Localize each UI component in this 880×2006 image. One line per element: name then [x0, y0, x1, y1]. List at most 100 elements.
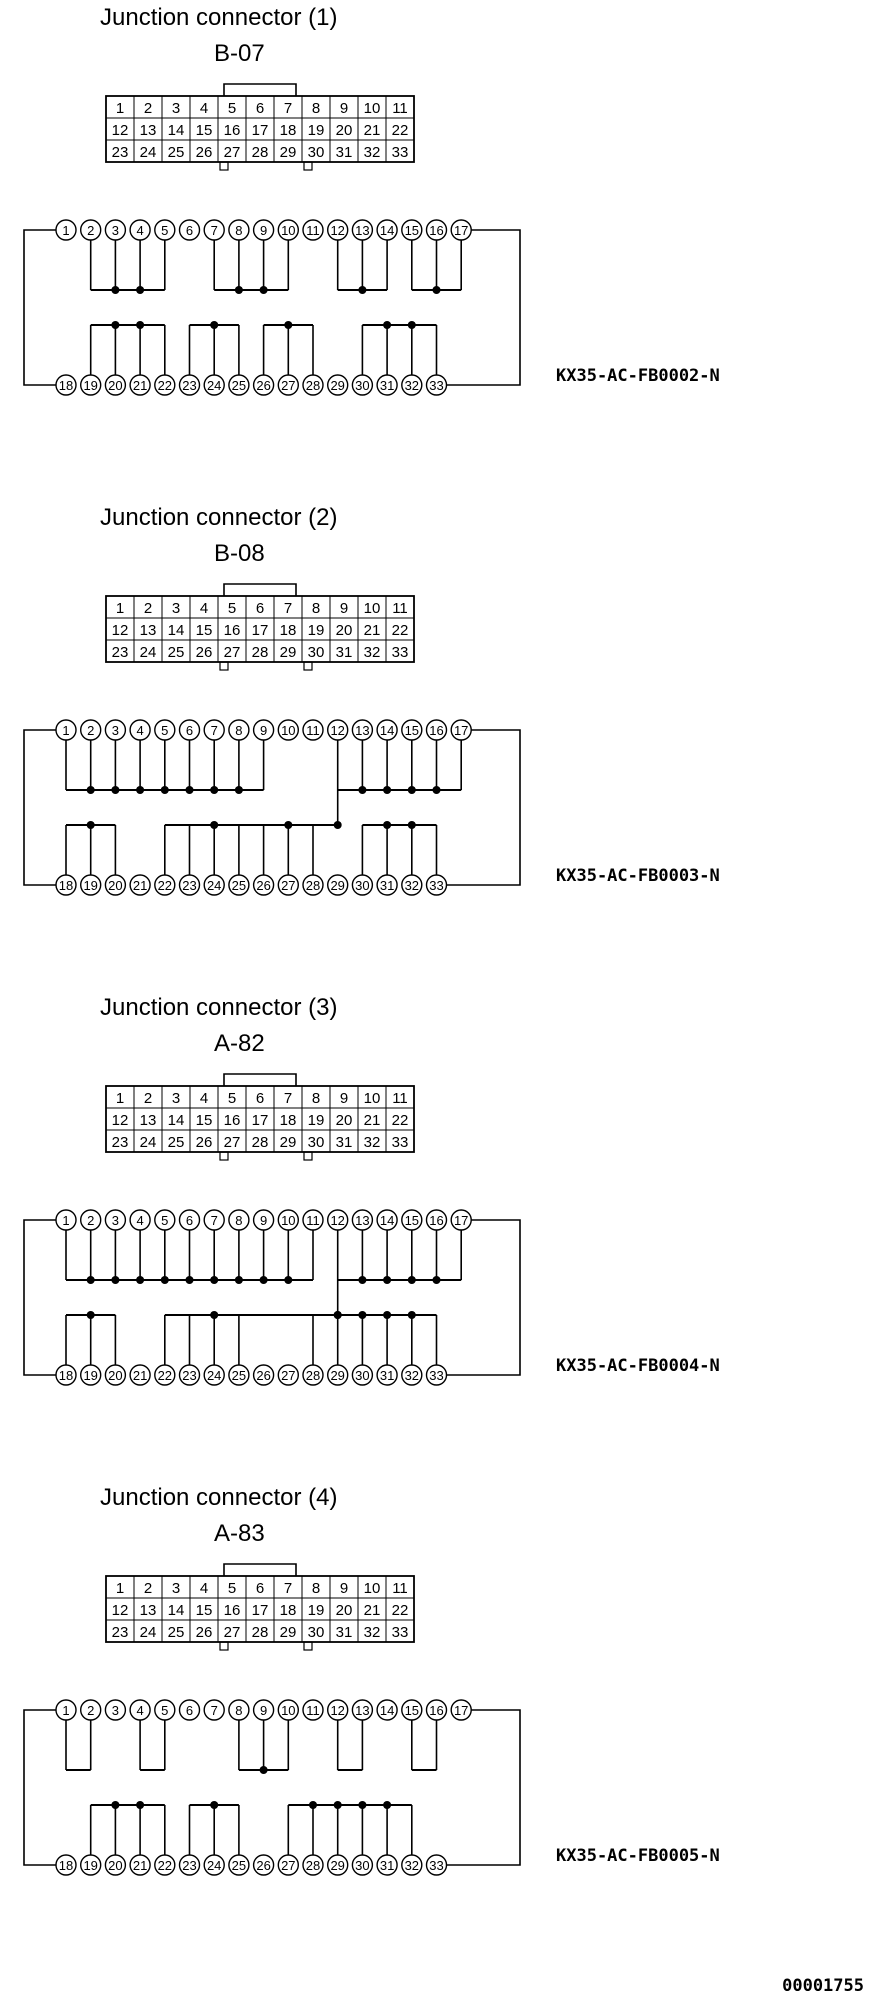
outer-wire-right [446, 229, 521, 386]
terminal-pin [351, 1854, 374, 1876]
cavity-number: 28 [252, 644, 269, 661]
terminal-number: 9 [260, 723, 267, 738]
splice-dot [358, 786, 367, 794]
terminal-pin [203, 1699, 225, 1721]
connector-latch [223, 83, 297, 96]
terminal-pin [178, 219, 201, 241]
splice-dot [111, 286, 120, 294]
cavity-number: 23 [112, 1624, 129, 1641]
terminal-number: 17 [454, 1703, 468, 1718]
cavity-number: 24 [140, 1624, 157, 1641]
terminal-pin [327, 1854, 349, 1876]
terminal-number: 8 [235, 723, 242, 738]
terminal-number: 4 [136, 1213, 143, 1228]
terminal-pin [203, 374, 225, 396]
splice-dot [111, 1801, 120, 1809]
cavity-number: 30 [308, 1134, 325, 1151]
terminal-number: 18 [59, 1858, 73, 1873]
terminal-number: 6 [186, 223, 193, 238]
terminal-number: 1 [62, 1213, 69, 1228]
terminal-number: 22 [158, 1368, 172, 1383]
terminal-pin [401, 1699, 423, 1721]
splice-dot [333, 1311, 342, 1319]
terminal-pin [302, 1854, 324, 1876]
cavity-number: 19 [308, 1602, 325, 1619]
terminal-pin [55, 719, 77, 741]
cavity-number: 14 [168, 122, 185, 139]
terminal-number: 7 [211, 723, 218, 738]
cavity-number: 28 [252, 1624, 269, 1641]
splice-dot [383, 1311, 392, 1319]
splice-dot [383, 1801, 392, 1809]
terminal-pin [351, 1209, 374, 1231]
cavity-number: 14 [168, 1112, 185, 1129]
terminal-pin [450, 719, 472, 741]
cavity-number: 13 [140, 122, 157, 139]
terminal-pin [351, 719, 374, 741]
cavity-number: 13 [140, 1112, 157, 1129]
splice-dot [185, 786, 194, 794]
cavity-number: 3 [172, 600, 180, 617]
terminal-number: 26 [256, 1858, 270, 1873]
cavity-number: 12 [112, 622, 129, 639]
terminal-number: 24 [207, 378, 221, 393]
terminal-pin [277, 1699, 299, 1721]
terminal-number: 16 [429, 723, 443, 738]
terminal-pin [129, 874, 151, 896]
terminal-pin [55, 219, 77, 241]
terminal-number: 26 [256, 378, 270, 393]
cavity-number: 17 [252, 622, 269, 639]
cavity-number: 5 [228, 100, 236, 117]
terminal-pin [79, 374, 102, 396]
terminal-number: 29 [330, 878, 344, 893]
terminal-pin [203, 1209, 225, 1231]
terminal-pin [401, 874, 423, 896]
terminal-number: 8 [235, 1213, 242, 1228]
terminal-number: 33 [429, 1858, 443, 1873]
terminal-number: 13 [355, 1703, 369, 1718]
terminal-pin [154, 1209, 176, 1231]
terminal-number: 27 [281, 1858, 295, 1873]
terminal-pin [178, 874, 201, 896]
connector-latch [223, 1563, 297, 1576]
cavity-number: 5 [228, 1090, 236, 1107]
splice-dot [111, 786, 120, 794]
terminal-pin [55, 374, 77, 396]
outer-wire-right [446, 729, 521, 886]
cavity-number: 15 [196, 1112, 213, 1129]
cavity-number: 11 [392, 1090, 408, 1107]
terminal-number: 27 [281, 378, 295, 393]
cavity-number: 26 [196, 1624, 213, 1641]
cavity-number: 32 [364, 644, 381, 661]
terminal-pin [252, 374, 275, 396]
cavity-number: 6 [256, 1090, 264, 1107]
terminal-pin [425, 1854, 448, 1876]
splice-dot [333, 1801, 342, 1809]
cavity-number: 31 [336, 1624, 353, 1641]
cavity-number: 2 [144, 100, 152, 117]
terminal-number: 13 [355, 1213, 369, 1228]
cavity-number: 15 [196, 122, 213, 139]
terminal-number: 2 [87, 1703, 94, 1718]
terminal-pin [228, 1699, 250, 1721]
cavity-number: 17 [252, 1112, 269, 1129]
terminal-pin [252, 219, 275, 241]
splice-dot [284, 321, 293, 329]
terminal-pin [203, 1364, 225, 1386]
terminal-pin [79, 219, 102, 241]
connector-face [105, 1575, 415, 1643]
terminal-number: 10 [281, 723, 295, 738]
terminal-pin [129, 1209, 151, 1231]
connector-title: Junction connector (1) [100, 4, 338, 31]
cavity-number: 17 [252, 122, 269, 139]
terminal-pin [302, 1364, 324, 1386]
terminal-pin [228, 374, 250, 396]
terminal-pin [351, 374, 374, 396]
terminal-pin [203, 719, 225, 741]
terminal-pin [104, 1699, 127, 1721]
splice-dot [407, 821, 416, 829]
terminal-number: 3 [112, 723, 119, 738]
terminal-pin [79, 874, 102, 896]
